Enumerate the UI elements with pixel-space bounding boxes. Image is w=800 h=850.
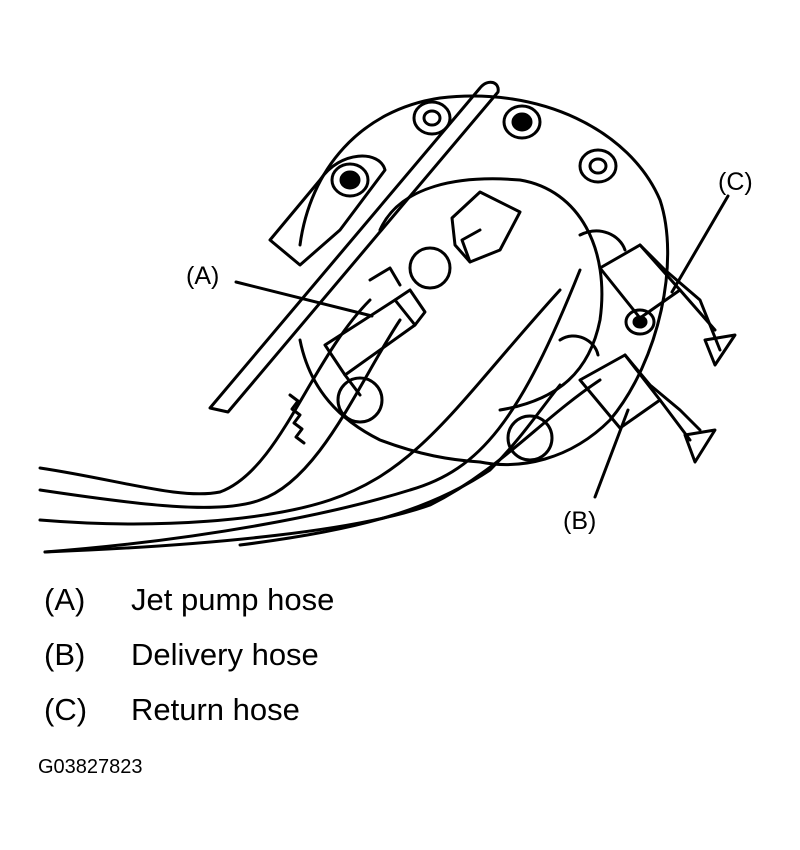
fuel-pump-assembly-diagram [38, 80, 737, 554]
hose-1 [38, 298, 372, 496]
mounting-bracket [268, 154, 387, 267]
fitting-ball-2 [336, 376, 384, 424]
hose-5 [43, 378, 602, 554]
flange-bolt-3 [578, 148, 618, 184]
hose-6 [238, 383, 562, 547]
electrical-connector [450, 190, 522, 264]
leader-line-b [593, 408, 630, 499]
flange-bolt-4 [330, 162, 370, 198]
hose-3 [38, 288, 562, 526]
pump-flange-plate [298, 94, 670, 467]
flange-bolt-1 [412, 100, 452, 136]
hose-2 [38, 318, 402, 509]
leader-line-a [234, 280, 374, 318]
jet-pump-hose-fitting [323, 266, 427, 397]
legend-key-c: (C) [44, 692, 88, 727]
legend-text-a: Jet pump hose [131, 582, 335, 617]
legend-key-a: (A) [44, 582, 86, 617]
callout-b: (B) [563, 507, 597, 535]
callout-c: (C) [718, 168, 753, 196]
return-hose-fitting [578, 229, 737, 367]
legend-text-c: Return hose [131, 692, 300, 727]
fitting-ball-3 [506, 414, 554, 462]
fitting-ball-1 [408, 246, 452, 290]
delivery-hose-fitting [558, 334, 717, 464]
figure-code: G03827823 [38, 756, 143, 778]
flange-bolt-5 [624, 308, 656, 336]
hose-4 [43, 268, 582, 554]
leader-line-c [670, 194, 730, 294]
flange-bolt-2 [502, 104, 542, 140]
callout-a: (A) [186, 262, 220, 290]
legend-key-b: (B) [44, 637, 86, 672]
pump-inner-ring [378, 177, 604, 412]
vent-rod [208, 80, 500, 414]
legend-text-b: Delivery hose [131, 637, 319, 672]
